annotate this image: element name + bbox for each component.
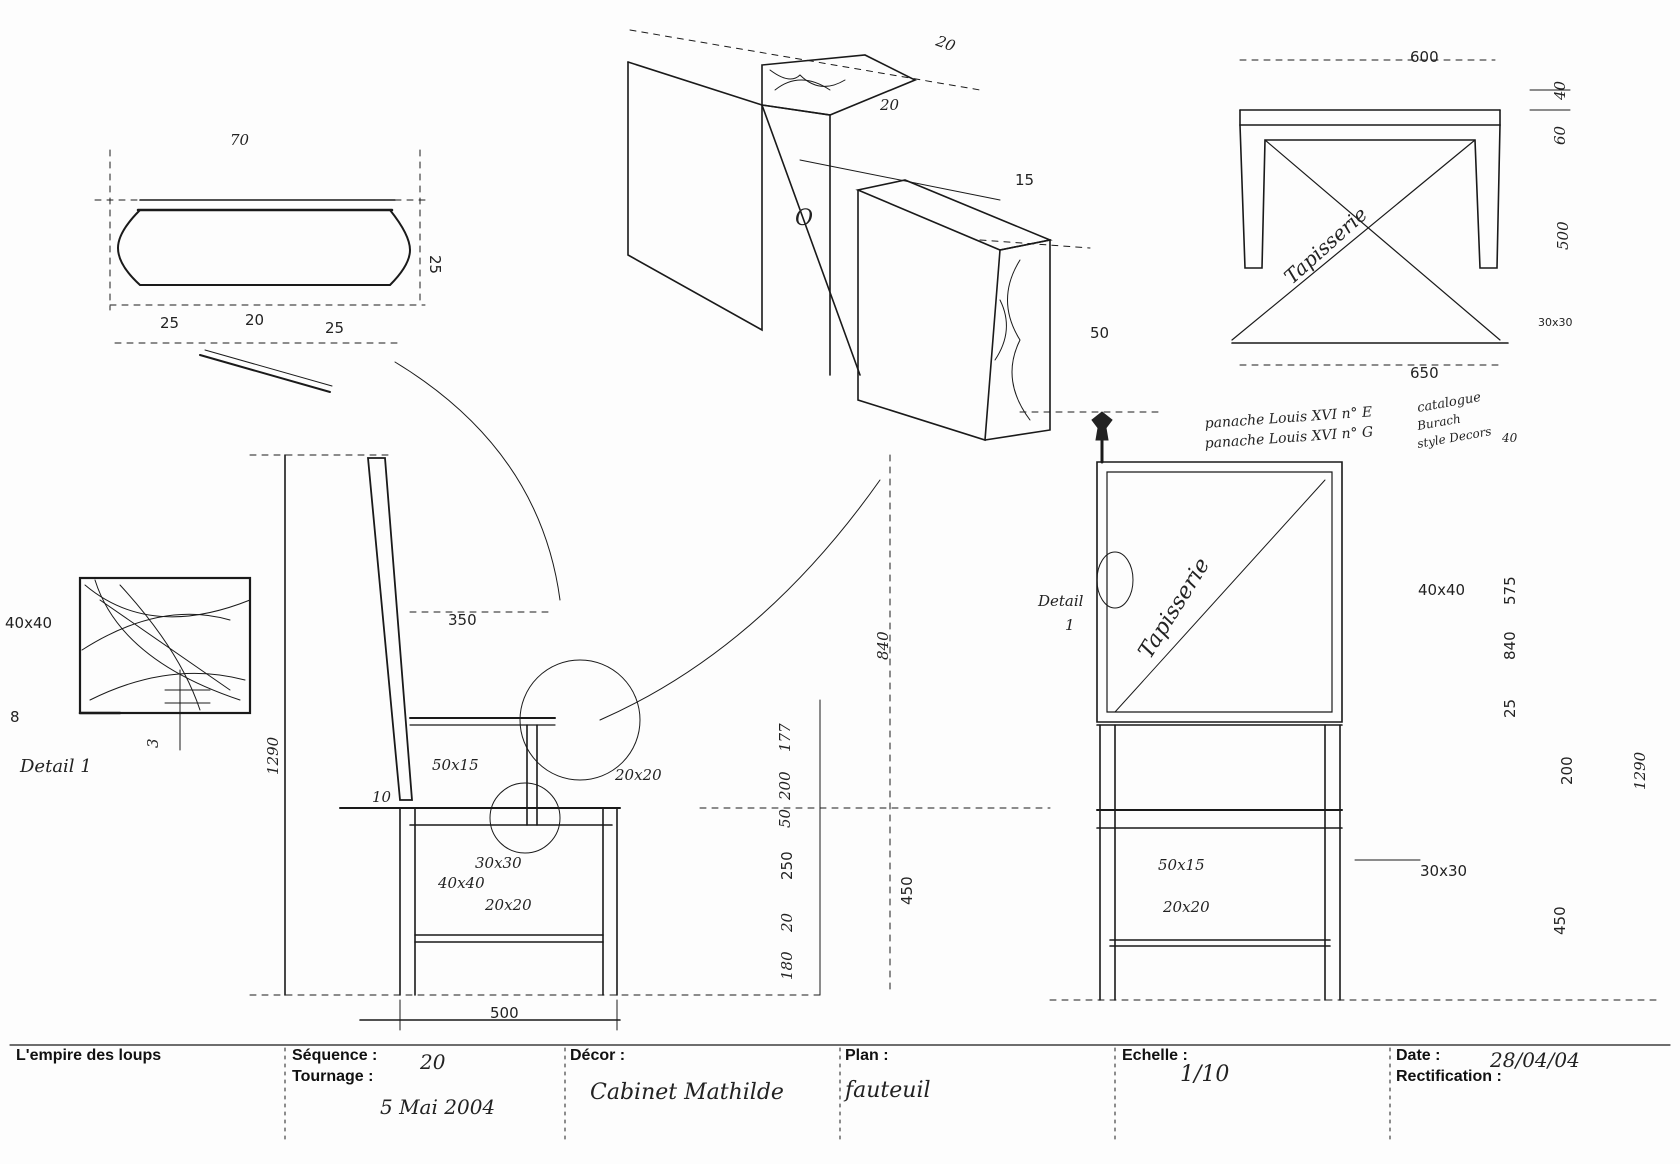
frame-label: Tapisserie: [1279, 202, 1372, 289]
plan-value: fauteuil: [845, 1078, 931, 1103]
side-chain-5: 20: [778, 912, 796, 933]
side-width: 500: [490, 1004, 519, 1022]
front-view-dims: Detail 1 Tapisserie 40x40 30x30 50x15 20…: [1037, 554, 1649, 935]
side-back-height: 840: [874, 631, 892, 660]
detail-section: [78, 576, 252, 751]
side-post: 20x20: [614, 766, 662, 784]
top-profile-seg-3: 25: [325, 319, 344, 337]
sequence-value: 20: [420, 1050, 446, 1074]
side-chain-1: 177: [776, 723, 794, 752]
front-dim-200: 200: [1558, 756, 1576, 785]
front-dim-25: 25: [1501, 699, 1519, 718]
side-angle: 10: [372, 788, 392, 806]
frame-bottom-width: 650: [1410, 364, 1439, 382]
title-block-lines: [9, 1044, 1671, 1141]
side-view: [249, 361, 1051, 1031]
small-frame-dims: 600 650 40 60 500 30x30 Tapisserie: [1279, 48, 1572, 382]
plan-label: Plan :: [845, 1047, 889, 1064]
front-total: 1290: [1631, 751, 1649, 790]
top-profile-height: 25: [426, 255, 444, 274]
project-title: L'empire des loups: [16, 1047, 162, 1064]
frame-dim-b: 60: [1551, 125, 1569, 145]
small-frame: [1231, 59, 1571, 366]
frame-height: 500: [1554, 221, 1572, 250]
front-detail-num: 1: [1065, 616, 1075, 634]
frame-corner: 30x30: [1538, 316, 1573, 329]
joint-tenon: 15: [1015, 171, 1034, 189]
panache-dim: 40: [1501, 431, 1518, 445]
date-value: 28/04/04: [1490, 1048, 1580, 1072]
side-chain-2: 200: [776, 771, 794, 801]
side-view-dims: 1290 350 840 450 500 50x15 20x20 30x30 4…: [264, 611, 916, 1022]
joint-top-b: 20: [879, 96, 900, 114]
front-leg: 30x30: [1420, 862, 1467, 880]
echelle-value: 1/10: [1180, 1062, 1230, 1087]
top-profile-seg-2: 20: [245, 311, 264, 329]
joint-detail: [627, 29, 1091, 442]
frame-top-width: 600: [1410, 48, 1439, 66]
front-post: 40x40: [1418, 581, 1465, 599]
side-rail: 50x15: [432, 756, 479, 774]
side-chain-6: 180: [778, 951, 796, 980]
date-label: Date :: [1396, 1047, 1441, 1064]
echelle-label: Echelle :: [1122, 1047, 1188, 1064]
front-dim-575: 575: [1501, 576, 1519, 605]
side-total-height: 1290: [264, 736, 282, 775]
front-view: [1019, 411, 1661, 1001]
side-chain-4: 250: [778, 851, 796, 880]
side-seat-height: 450: [898, 876, 916, 905]
top-profile-dims: 70 25 25 20 25: [160, 131, 444, 337]
front-dim-840: 840: [1501, 631, 1519, 660]
side-section-b: 40x40: [437, 874, 485, 892]
detail-label: Detail 1: [19, 756, 92, 777]
frame-dim-a: 40: [1551, 80, 1569, 101]
top-profile-seg-1: 25: [160, 314, 179, 332]
tournage-label: Tournage :: [292, 1068, 374, 1085]
joint-detail-dims: 20 20 15 50 O: [795, 32, 1109, 342]
front-rail: 50x15: [1158, 856, 1205, 874]
detail-section-dims: 40x40 8 3 Detail 1: [5, 614, 162, 777]
side-arm-depth: 350: [448, 611, 477, 629]
front-dim-450: 450: [1551, 906, 1569, 935]
side-section-a: 30x30: [475, 854, 522, 872]
decor-value: Cabinet Mathilde: [590, 1080, 784, 1105]
detail-dim-8: 8: [10, 708, 20, 726]
side-stretcher: 20x20: [484, 896, 532, 914]
side-chain-3: 50: [776, 808, 794, 828]
decor-label: Décor :: [570, 1047, 626, 1064]
tournage-value: 5 Mai 2004: [380, 1095, 496, 1119]
rectification-label: Rectification :: [1396, 1068, 1502, 1085]
detail-size: 40x40: [5, 614, 52, 632]
joint-depth: 50: [1090, 324, 1109, 342]
detail-dim-3: 3: [144, 738, 162, 748]
top-profile: [94, 149, 431, 393]
joint-mark: O: [795, 206, 813, 231]
front-detail-label: Detail: [1037, 592, 1084, 610]
finial-icon: [1091, 411, 1113, 441]
joint-top-a: 20: [933, 32, 958, 56]
sequence-label: Séquence :: [292, 1047, 378, 1064]
front-stretcher: 20x20: [1162, 898, 1210, 916]
top-profile-width: 70: [230, 131, 250, 149]
panache-notes: panache Louis XVI n° E panache Louis XVI…: [1204, 390, 1517, 452]
panache-ref-1: catalogue: [1416, 390, 1482, 416]
